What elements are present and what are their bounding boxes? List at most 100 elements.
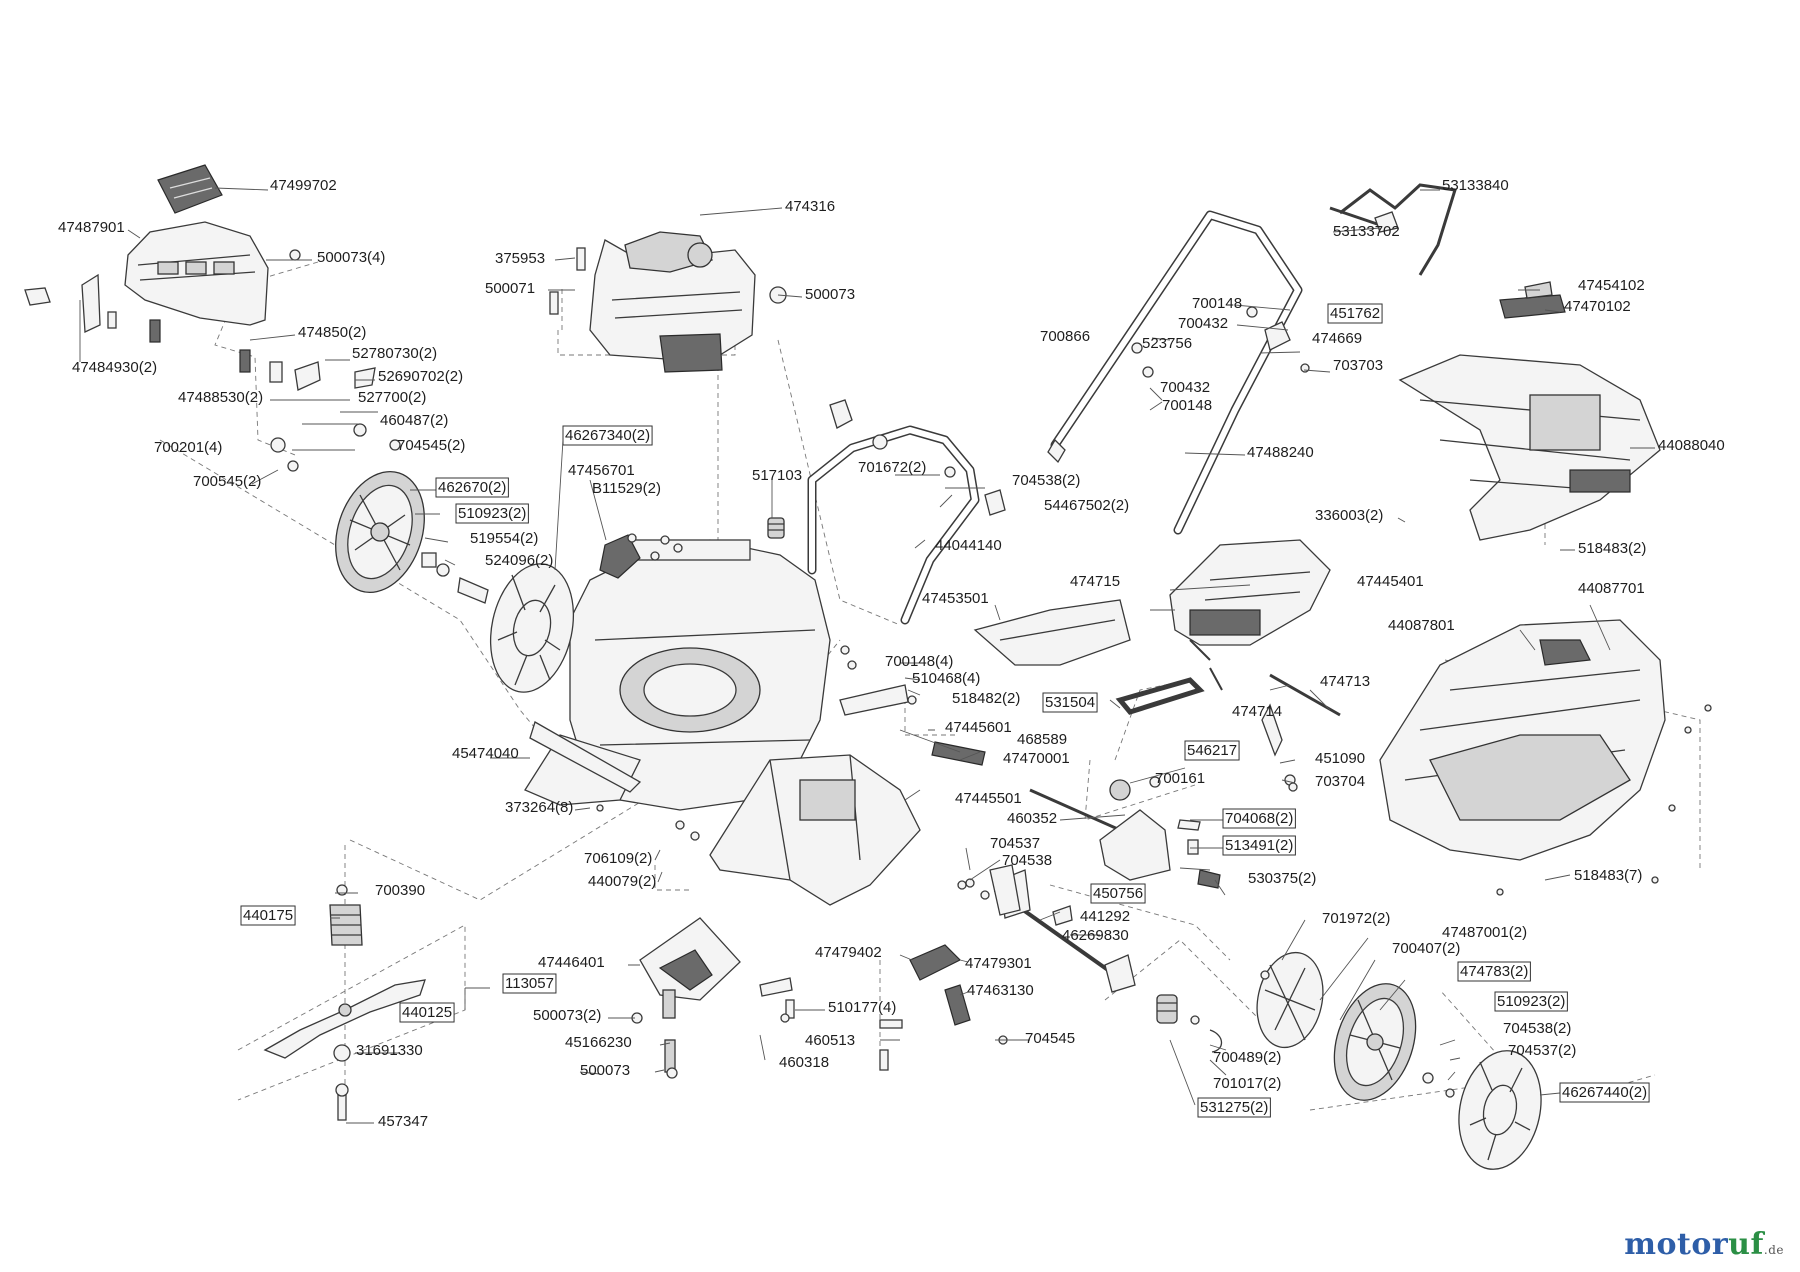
part-number-text: 54467502(2) — [1044, 497, 1129, 514]
part-number-text: 47453501 — [922, 590, 989, 607]
part-label-p703703: 703703 — [1333, 357, 1383, 374]
part-number-text: 700866 — [1040, 328, 1090, 345]
part-number-text: 700148 — [1162, 397, 1212, 414]
part-label-p517103: 517103 — [752, 467, 802, 484]
part-number-box — [1222, 835, 1296, 856]
part-number-text: 510923(2) — [458, 505, 526, 522]
part-number-text: 500073 — [805, 286, 855, 303]
rear-cover-47487901 — [124, 221, 269, 326]
part-number-text: 703704 — [1315, 773, 1365, 790]
part-number-labels: 4749970247487901500073(4)474850(2)474849… — [58, 177, 1725, 1130]
belt-531504 — [1115, 677, 1205, 715]
part-label-p47479301: 47479301 — [965, 955, 1032, 972]
part-label-p704545: 704545 — [1025, 1030, 1075, 1047]
part-number-text: 700432 — [1160, 379, 1210, 396]
part-number-text: 47487901 — [58, 219, 125, 236]
part-label-p518483_2: 518483(2) — [1578, 540, 1646, 557]
part-number-text: 47479402 — [815, 944, 882, 961]
part-number-box — [562, 425, 653, 446]
part-number-text: 704537(2) — [1508, 1042, 1576, 1059]
part-number-box — [399, 1002, 455, 1023]
part-number-text: 517103 — [752, 467, 802, 484]
part-label-p468589: 468589 — [1017, 731, 1067, 748]
part-number-text: 47456701 — [568, 462, 635, 479]
part-number-text: 500073(4) — [317, 249, 385, 266]
part-label-p460318: 460318 — [779, 1054, 829, 1071]
lever-47479402 — [780, 864, 1021, 1071]
part-label-p700390: 700390 — [375, 882, 425, 899]
lower-handle-44044140 — [807, 399, 1006, 625]
part-number-text: 704538 — [1002, 852, 1052, 869]
part-label-p510923_2b: 510923(2) — [1494, 991, 1568, 1012]
part-label-p460513: 460513 — [805, 1032, 855, 1049]
flap-cover-47499702 — [157, 164, 223, 214]
height-adjust-47456701 — [599, 533, 683, 579]
part-label-p440125: 440125 — [399, 1002, 455, 1023]
part-number-text: 47488530(2) — [178, 389, 263, 406]
part-number-text: 700148(4) — [885, 653, 953, 670]
part-number-text: 531504 — [1045, 694, 1095, 711]
engine-474316 — [549, 231, 787, 373]
part-label-p700432a: 700432 — [1178, 315, 1228, 332]
part-number-text: 704537 — [990, 835, 1040, 852]
part-number-text: 701972(2) — [1322, 910, 1390, 927]
bail-cable-53133840 — [1329, 183, 1457, 276]
part-label-p510177_4: 510177(4) — [828, 999, 896, 1016]
rear-guard-47445401 — [1169, 539, 1331, 646]
part-number-text: 701017(2) — [1213, 1075, 1281, 1092]
leader-lines — [79, 187, 1655, 1124]
part-label-p45166230: 45166230 — [565, 1034, 632, 1051]
part-number-text: 704545 — [1025, 1030, 1075, 1047]
part-label-p440079_2: 440079(2) — [588, 873, 656, 890]
part-label-p700489_2: 700489(2) — [1213, 1049, 1281, 1066]
watermark-brand-main: motor — [1624, 1227, 1729, 1262]
part-number-text: 474714 — [1232, 703, 1282, 720]
part-number-text: 47446401 — [538, 954, 605, 971]
part-label-p52690702_2: 52690702(2) — [378, 368, 463, 385]
part-number-text: 45166230 — [565, 1034, 632, 1051]
part-number-text: 44087801 — [1388, 617, 1455, 634]
part-label-p44087801: 44087801 — [1388, 617, 1455, 634]
part-number-text: 440125 — [402, 1004, 452, 1021]
part-number-text: 52780730(2) — [352, 345, 437, 362]
part-label-p700866: 700866 — [1040, 328, 1090, 345]
part-label-p531504: 531504 — [1042, 692, 1098, 713]
part-number-text: 510177(4) — [828, 999, 896, 1016]
part-number-text: 546217 — [1187, 742, 1237, 759]
part-label-p47487001_2: 47487001(2) — [1442, 924, 1527, 941]
part-label-p53133840: 53133840 — [1442, 177, 1509, 194]
part-label-p44088040: 44088040 — [1658, 437, 1725, 454]
part-label-pB11529_2: B11529(2) — [592, 480, 661, 497]
part-number-text: 518482(2) — [952, 690, 1020, 707]
part-label-p441292: 441292 — [1080, 908, 1130, 925]
part-label-p704545_2: 704545(2) — [397, 437, 465, 454]
part-number-text: 704068(2) — [1225, 810, 1293, 827]
part-number-text: 700407(2) — [1392, 940, 1460, 957]
part-label-p700148_4: 700148(4) — [885, 653, 953, 670]
part-label-p457347: 457347 — [378, 1113, 428, 1130]
mulch-plug-47446401 — [631, 917, 741, 1079]
part-number-text: 510468(4) — [912, 670, 980, 687]
part-number-text: 700148 — [1192, 295, 1242, 312]
part-number-box — [1222, 808, 1296, 829]
part-number-text: 47470001 — [1003, 750, 1070, 767]
part-number-text: 47488240 — [1247, 444, 1314, 461]
part-label-p700432b: 700432 — [1160, 379, 1210, 396]
part-label-p47479402: 47479402 — [815, 944, 882, 961]
part-label-p474783_2: 474783(2) — [1457, 961, 1531, 982]
small-fasteners — [596, 645, 1712, 896]
part-number-text: 47463130 — [967, 982, 1034, 999]
pinion-531275 — [1156, 994, 1223, 1053]
part-label-p113057: 113057 — [502, 973, 557, 994]
part-number-text: 47454102 — [1578, 277, 1645, 294]
part-number-text: 44044140 — [935, 537, 1002, 554]
part-number-text: 46267440(2) — [1562, 1084, 1647, 1101]
part-number-text: 700432 — [1178, 315, 1228, 332]
part-number-box — [1494, 991, 1568, 1012]
part-number-text: 500071 — [485, 280, 535, 297]
part-number-text: 527700(2) — [358, 389, 426, 406]
part-number-text: 47499702 — [270, 177, 337, 194]
part-label-p703704: 703704 — [1315, 773, 1365, 790]
part-label-p500073a: 500073 — [805, 286, 855, 303]
